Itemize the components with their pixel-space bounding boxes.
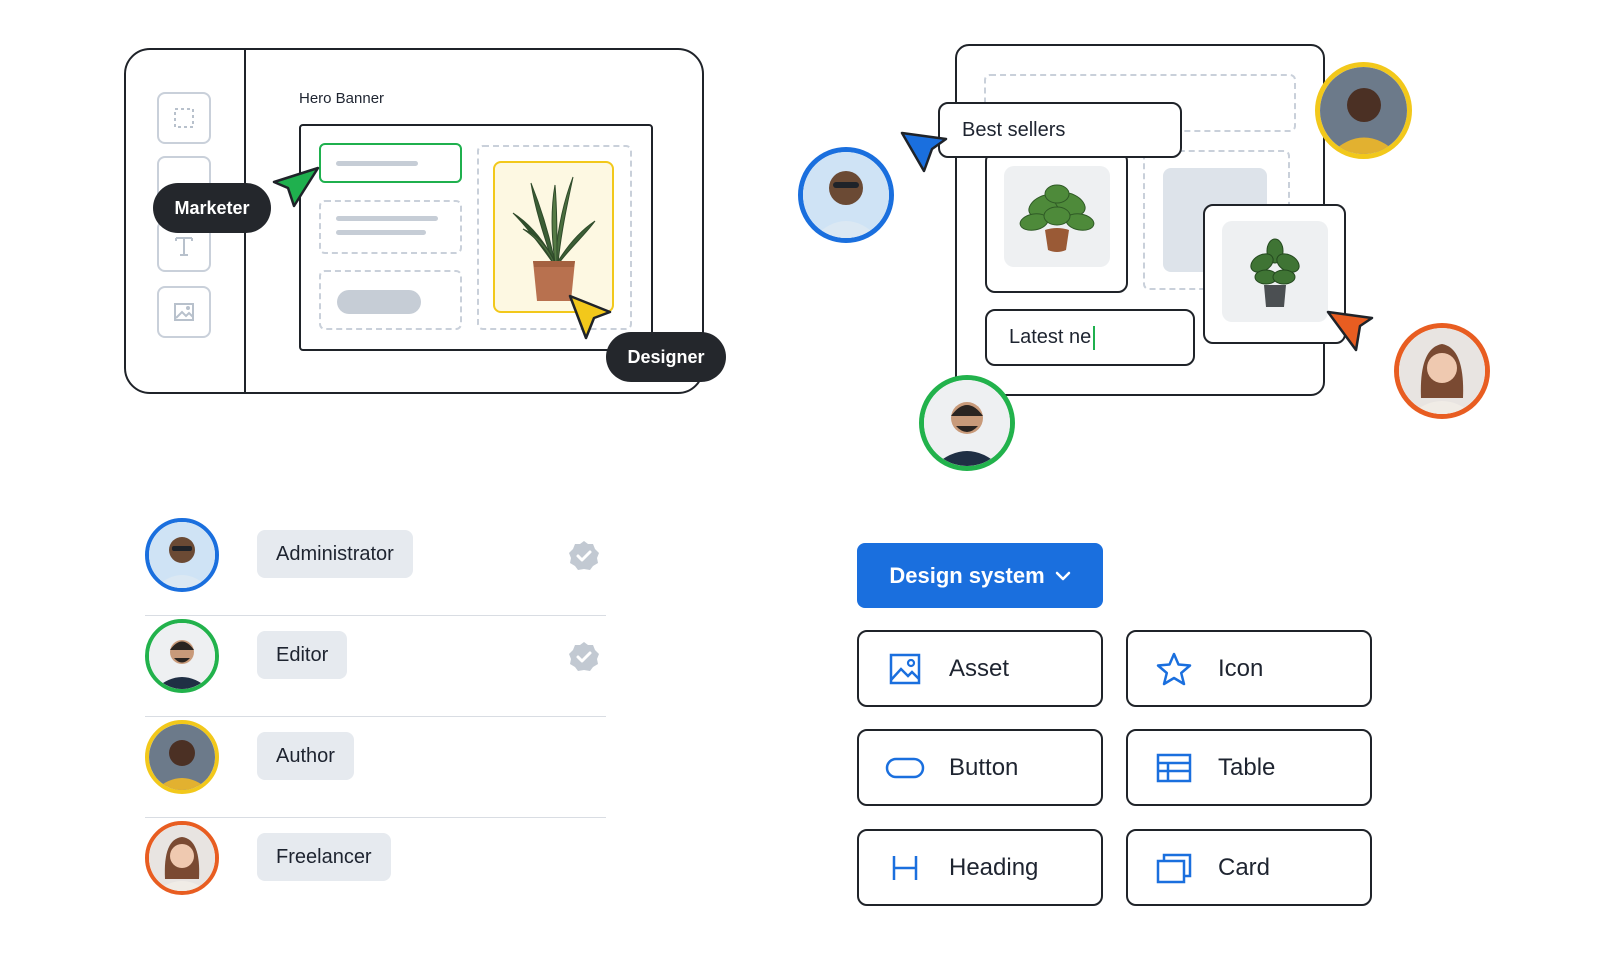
table-icon [1156, 753, 1192, 782]
hero-banner-label: Hero Banner [299, 90, 385, 107]
text-caret [1093, 325, 1096, 350]
ds-item-label: Heading [949, 853, 1039, 881]
ds-item-label: Button [949, 753, 1019, 781]
heading-icon [892, 855, 918, 880]
ds-item-asset[interactable]: Asset [857, 630, 1103, 707]
ds-item-label: Icon [1218, 654, 1264, 682]
marketer-cursor-icon [272, 166, 320, 208]
freelancer-avatar [145, 821, 219, 895]
pill-icon [885, 757, 925, 778]
designer-badge: Designer [606, 332, 726, 382]
ds-item-table[interactable]: Table [1126, 729, 1372, 806]
collaborator-avatar-green[interactable] [919, 375, 1015, 471]
selected-text-block[interactable] [319, 143, 462, 183]
product-card-1[interactable] [985, 151, 1128, 293]
selected-image-block[interactable] [493, 161, 614, 313]
best-sellers-heading[interactable]: Best sellers [938, 102, 1182, 158]
role-row-freelancer[interactable]: Freelancer [145, 819, 606, 919]
design-system-label: Design system [889, 562, 1045, 588]
role-label: Author [257, 732, 354, 780]
ds-item-icon[interactable]: Icon [1126, 630, 1372, 707]
card-icon [1156, 853, 1192, 883]
cta-block[interactable] [319, 270, 462, 330]
collaborator-avatar-blue[interactable] [798, 147, 894, 243]
designer-cursor-icon [568, 294, 612, 340]
latest-news-input[interactable]: Latest ne [985, 309, 1195, 366]
ds-item-card[interactable]: Card [1126, 829, 1372, 906]
image-block-container [477, 145, 632, 330]
role-row-author[interactable]: Author [145, 718, 606, 818]
verified-badge-icon [569, 642, 599, 671]
chevron-down-icon [1055, 571, 1070, 580]
star-icon [1156, 652, 1192, 685]
ds-item-label: Table [1218, 753, 1276, 781]
plant-image [1019, 184, 1095, 252]
design-system-dropdown-button[interactable]: Design system [857, 543, 1103, 608]
editor-avatar [145, 619, 219, 693]
image-tool-icon[interactable] [157, 286, 211, 338]
blue-cursor-icon [900, 131, 948, 173]
orange-cursor-icon [1326, 310, 1374, 352]
product-card-2[interactable] [1203, 204, 1346, 344]
plant-image [512, 176, 596, 301]
role-label: Administrator [257, 530, 413, 578]
ds-item-label: Card [1218, 853, 1271, 881]
marketer-badge: Marketer [153, 183, 271, 233]
role-row-editor[interactable]: Editor [145, 617, 606, 717]
selection-tool-icon[interactable] [157, 92, 211, 144]
plant-image [1250, 238, 1300, 307]
ds-item-heading[interactable]: Heading [857, 829, 1103, 906]
image-icon [889, 653, 921, 684]
verified-badge-icon [569, 541, 599, 570]
ds-item-button[interactable]: Button [857, 729, 1103, 806]
ds-item-label: Asset [949, 654, 1010, 682]
collaborator-avatar-orange[interactable] [1394, 323, 1490, 419]
author-avatar [145, 720, 219, 794]
typing-text: Latest ne [1009, 326, 1092, 348]
collaborator-avatar-yellow[interactable] [1315, 62, 1412, 159]
role-label: Freelancer [257, 833, 391, 881]
editor-frame [124, 48, 704, 394]
administrator-avatar [145, 518, 219, 592]
role-label: Editor [257, 631, 348, 679]
paragraph-block[interactable] [319, 200, 462, 254]
role-row-administrator[interactable]: Administrator [145, 516, 606, 616]
